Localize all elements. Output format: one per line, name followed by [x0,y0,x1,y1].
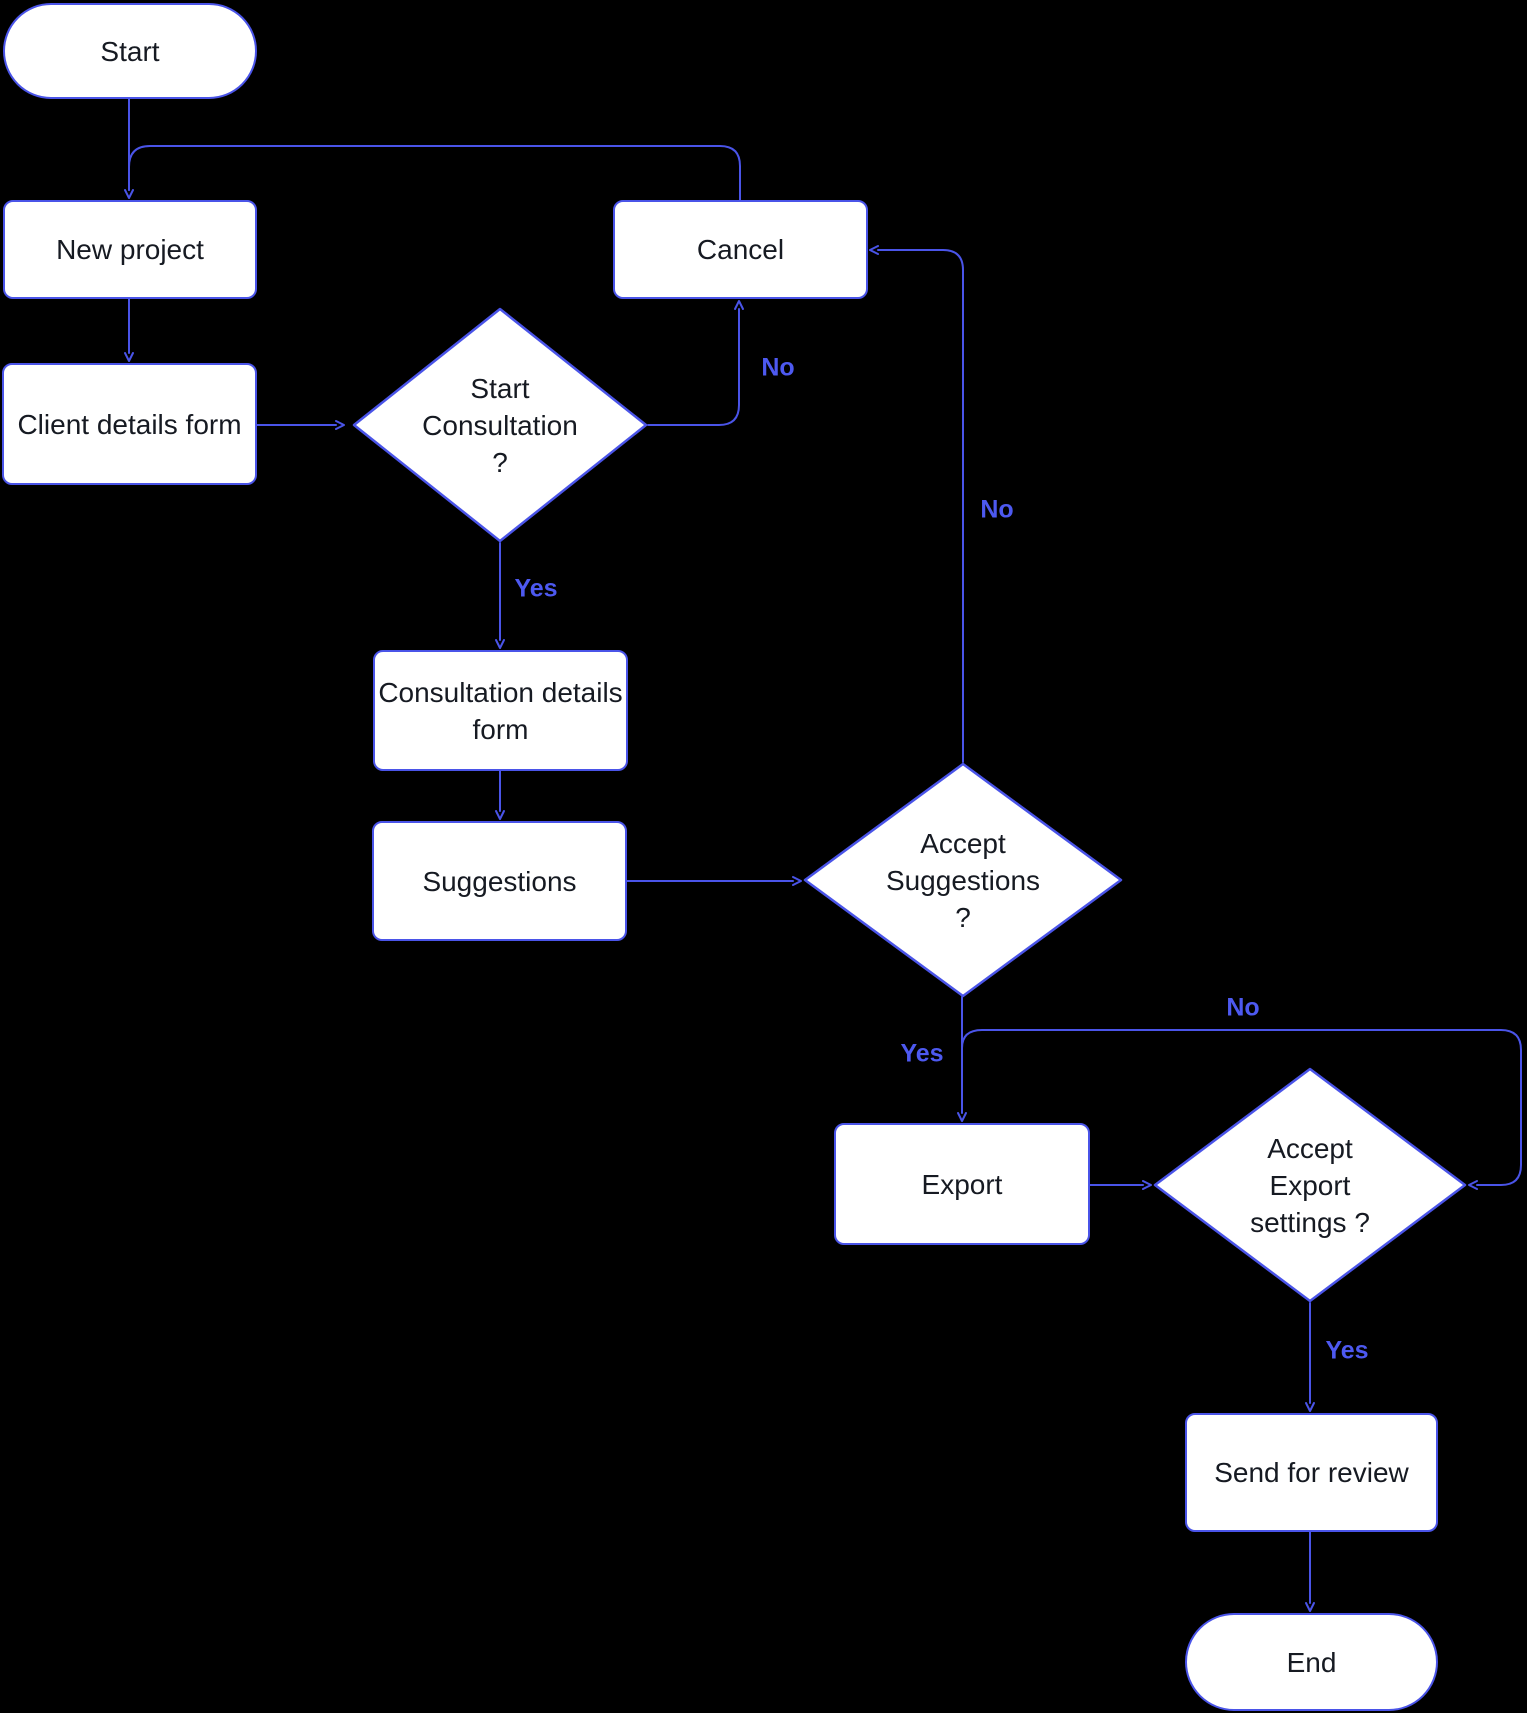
edge-accept-suggestions-no-to-cancel [869,245,964,763]
node-consultation-details-form-label: Consultation details form [378,676,623,745]
node-new-project[interactable]: New project [3,200,257,299]
edge-no-loop-to-accept-export-settings [961,1029,1522,1190]
edge-label-accept-suggestions-yes: Yes [900,1039,944,1068]
node-new-project-label: New project [56,234,204,265]
node-start-consultation[interactable]: Start Consultation ? [352,307,648,543]
node-send-for-review-label: Send for review [1214,1457,1409,1488]
edge-label-accept-suggestions-no: No [980,495,1014,524]
edge-start-consultation-no-to-cancel [647,300,744,426]
node-start-label: Start [100,35,160,67]
edge-label-accept-export-settings-no: No [1226,993,1260,1022]
node-end-label: End [1286,1646,1337,1678]
node-accept-export-settings-label: Accept Export settings ? [1250,1132,1370,1238]
node-start-consultation-label: Start Consultation ? [422,372,578,478]
node-accept-suggestions[interactable]: Accept Suggestions ? [803,762,1123,998]
node-client-details-form-label: Client details form [17,408,242,440]
node-start[interactable]: Start [3,3,257,99]
node-accept-suggestions-label: Accept Suggestions ? [885,827,1041,933]
node-suggestions[interactable]: Suggestions [372,821,627,941]
decision-diamond-shape [1153,1067,1467,1303]
node-accept-export-settings[interactable]: Accept Export settings ? [1153,1067,1467,1303]
edge-cancel-loop-to-new-project [128,145,741,201]
node-send-for-review[interactable]: Send for review [1185,1413,1438,1532]
node-suggestions-label: Suggestions [422,865,577,897]
node-cancel-label: Cancel [696,234,785,265]
node-consultation-details-form[interactable]: Consultation details form [373,650,628,771]
node-end[interactable]: End [1185,1613,1438,1711]
decision-diamond-shape [803,762,1123,998]
node-cancel[interactable]: Cancel [613,200,868,299]
node-client-details-form[interactable]: Client details form [2,363,257,485]
node-export-label: Export [921,1168,1003,1200]
node-export[interactable]: Export [834,1123,1090,1245]
edge-label-start-consultation-yes: Yes [514,574,558,603]
edge-label-accept-export-settings-yes: Yes [1325,1336,1369,1365]
decision-diamond-shape [352,307,648,543]
edge-label-start-consultation-no: No [761,353,795,382]
